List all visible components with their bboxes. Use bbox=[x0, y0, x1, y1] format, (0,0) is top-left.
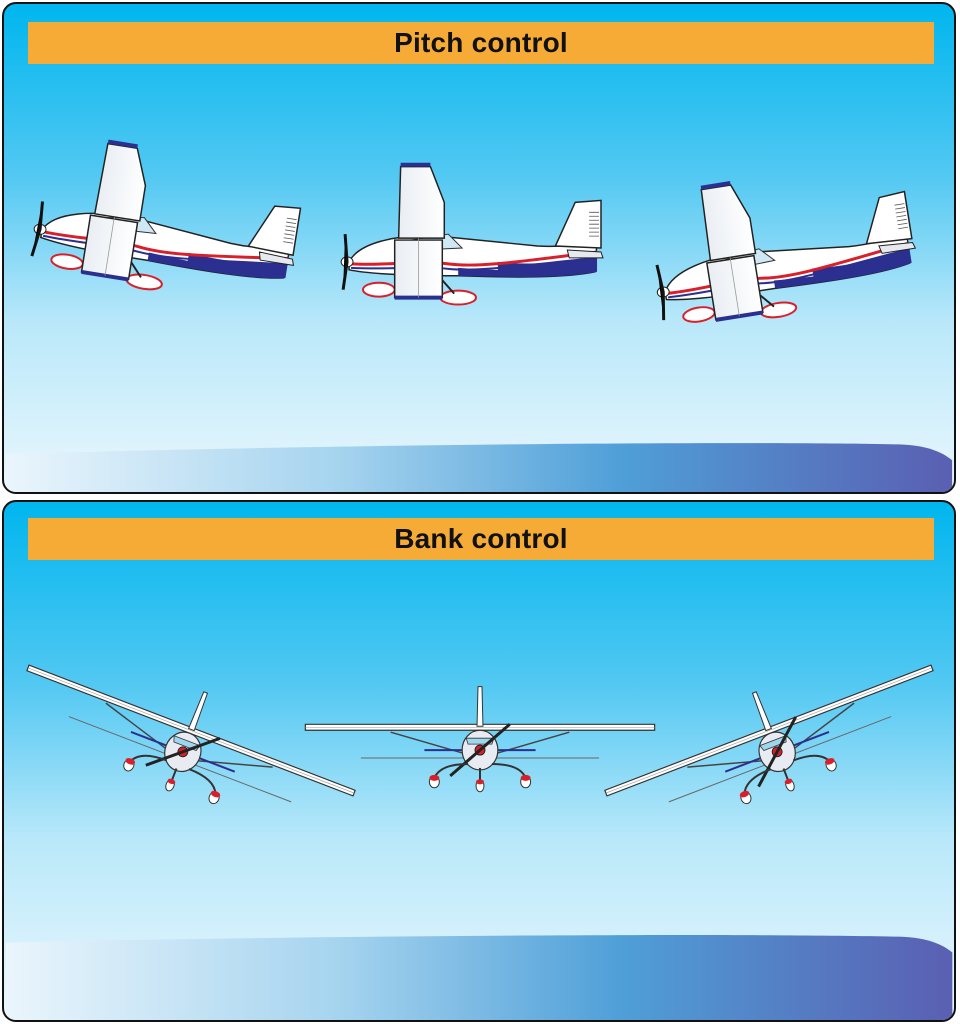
wings-level-airplane-icon bbox=[303, 685, 657, 794]
pitch-control-scene bbox=[5, 130, 953, 492]
bank-ground bbox=[5, 935, 953, 1020]
pitch-control-title: Pitch control bbox=[28, 22, 934, 64]
bank-control-panel: Bank control bbox=[2, 500, 956, 1022]
left-bank-airplane-icon bbox=[4, 628, 371, 855]
pitch-control-panel: Pitch control bbox=[2, 2, 956, 494]
right-bank-airplane-icon bbox=[589, 628, 954, 855]
bank-control-scene bbox=[4, 628, 954, 1020]
bank-control-title: Bank control bbox=[28, 518, 934, 560]
nose-up-airplane-icon bbox=[25, 130, 311, 314]
pitch-ground bbox=[5, 443, 953, 492]
level-airplane-icon bbox=[339, 162, 605, 307]
nose-down-airplane-icon bbox=[640, 154, 925, 338]
